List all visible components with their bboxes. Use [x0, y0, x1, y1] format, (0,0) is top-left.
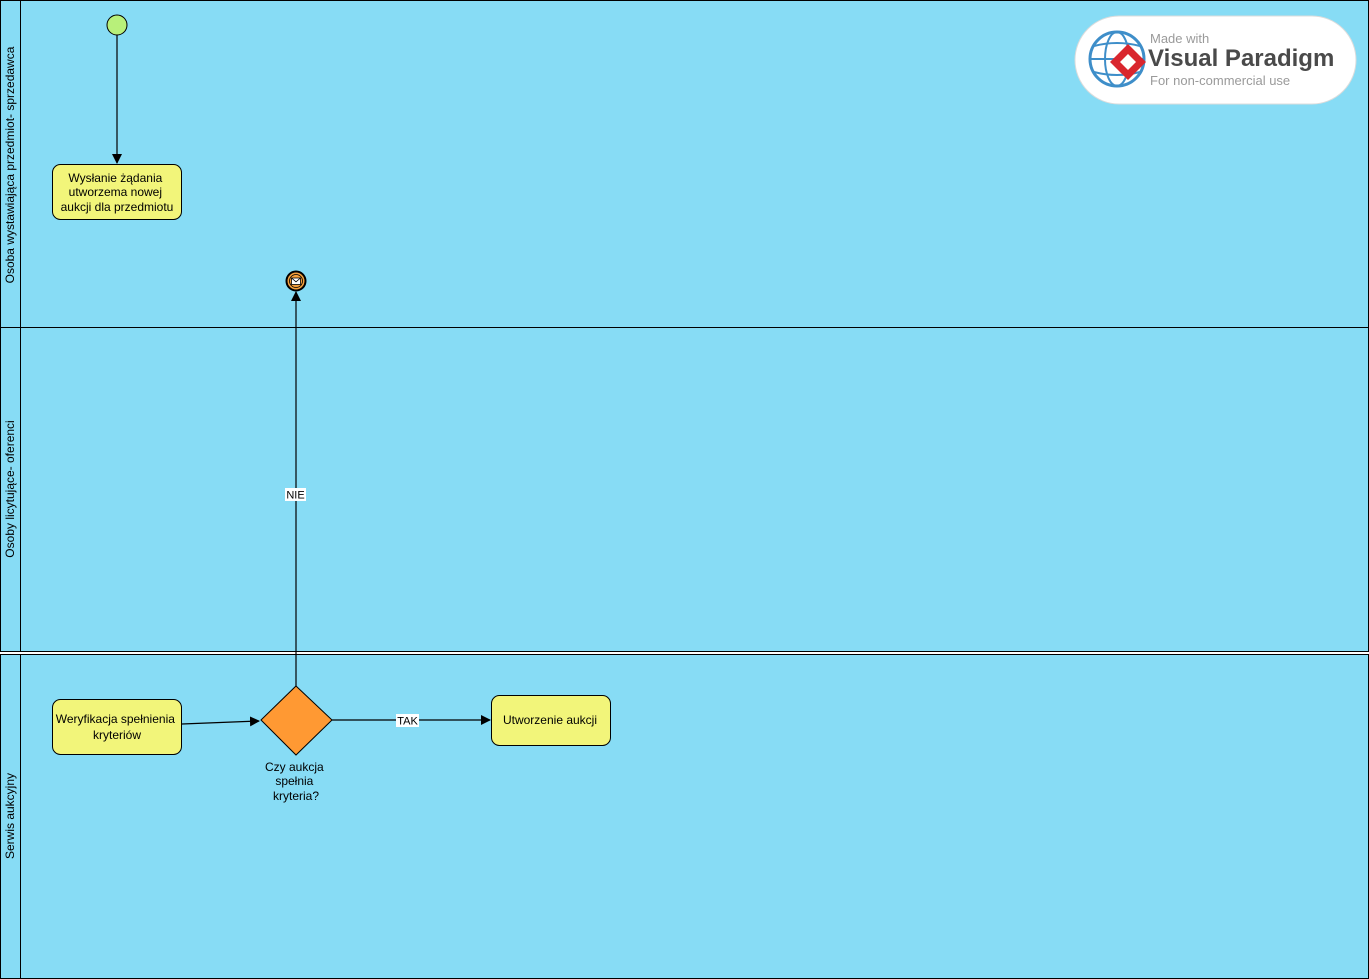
start-event[interactable] [106, 14, 128, 36]
svg-text:NIE: NIE [286, 490, 304, 502]
lane-seller-label: Osoba wystawiająca przedmiot- sprzedawca [3, 46, 17, 283]
svg-text:TAK: TAK [397, 716, 418, 728]
svg-text:Visual Paradigm: Visual Paradigm [1148, 45, 1334, 72]
svg-text:For non-commercial use: For non-commercial use [1150, 73, 1290, 88]
task-send-request-label: Wysłanie żądania utworzema nowej aukcji … [61, 171, 174, 214]
flow-verify-to-gateway[interactable] [181, 716, 260, 727]
task-create-auction[interactable]: Utworzenie aukcji [491, 695, 611, 746]
gateway-criteria[interactable] [260, 685, 333, 756]
task-create-auction-label: Utworzenie aukcji [503, 713, 597, 727]
lane-service[interactable]: Serwis aukcyjny [0, 654, 1369, 979]
lane-service-label: Serwis aukcyjny [3, 773, 17, 859]
lane-bidders-label: Osoby licytujące- oferenci [3, 420, 17, 557]
task-verify-criteria-label: Weryfikacja spełnienia kryteriów [56, 712, 179, 742]
task-send-request[interactable]: Wysłanie żądania utworzema nowej aukcji … [52, 164, 182, 220]
message-end-event[interactable] [285, 270, 307, 292]
edge-label-no: NIE [285, 488, 306, 502]
gateway-criteria-label: Czy aukcja spełnia kryteria? [265, 760, 327, 803]
task-verify-criteria[interactable]: Weryfikacja spełnienia kryteriów [52, 699, 182, 755]
globe-logo-icon [1088, 30, 1146, 88]
edge-label-yes: TAK [396, 714, 419, 728]
svg-text:Made with: Made with [1150, 31, 1209, 46]
visual-paradigm-watermark: Made with Visual Paradigm For non-commer… [1074, 15, 1357, 105]
envelope-icon [291, 277, 301, 285]
lane-bidders[interactable]: Osoby licytujące- oferenci [0, 327, 1369, 652]
